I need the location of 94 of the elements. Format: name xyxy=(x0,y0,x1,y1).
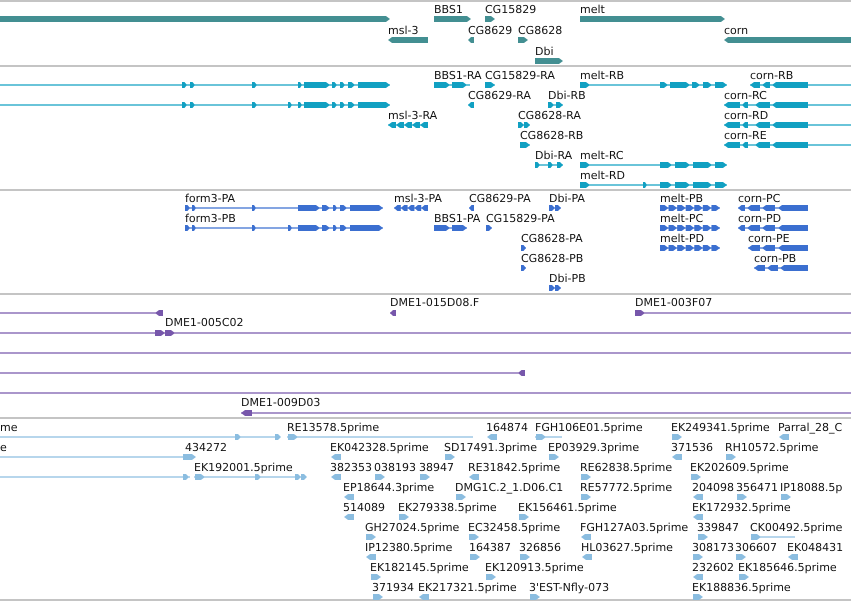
feature-label: Dbi xyxy=(535,45,554,58)
feature-label: EK172932.5prime xyxy=(692,501,791,514)
feature-label: CG8628-RB xyxy=(520,129,584,142)
feature-label: Dbi-PB xyxy=(549,272,586,285)
feature-label: corn-RD xyxy=(724,109,768,122)
feature-label: melt-PC xyxy=(660,212,704,225)
feature-label: me xyxy=(0,421,18,434)
feature-label: RE31842.5prime xyxy=(468,461,560,474)
feature-label: melt-RD xyxy=(580,169,625,182)
feature-label: CK00492.5prime xyxy=(750,521,842,534)
feature-label: EK182145.5prime xyxy=(370,561,469,574)
feature-label: CG8628 xyxy=(518,24,562,37)
feature-label: melt-RB xyxy=(580,69,624,82)
feature-label: 038193 xyxy=(374,461,416,474)
feature-label: RE62838.5prime xyxy=(580,461,672,474)
feature-label: DMG1C.2_1.D06.C1 xyxy=(455,481,564,494)
feature-label: DME1-015D08.F xyxy=(390,296,480,309)
feature-label: Dbi-PA xyxy=(549,192,585,205)
feature-label: EK249341.5prime xyxy=(671,421,770,434)
feature-label: CG15829 xyxy=(485,3,536,16)
feature-label: 204098 xyxy=(692,481,734,494)
feature-label: corn-RC xyxy=(724,89,767,102)
feature-label: corn xyxy=(724,24,748,37)
feature-label: 434272 xyxy=(185,441,227,454)
feature-label: GH27024.5prime xyxy=(365,521,460,534)
feature-label: 356471 xyxy=(736,481,778,494)
feature-label: RE57772.5prime xyxy=(580,481,672,494)
feature-label: BBS1-RA xyxy=(434,69,482,82)
feature-label: msl-3-RA xyxy=(388,109,438,122)
feature-label: FGH127A03.5prime xyxy=(580,521,688,534)
feature-label: CG8628-PA xyxy=(521,232,583,245)
feature-label: EK279338.5prime xyxy=(398,501,497,514)
feature-label: RH10572.5prime xyxy=(725,441,818,454)
feature-label: melt xyxy=(580,3,605,16)
feature-label: BBS1 xyxy=(434,3,463,16)
feature-label: SD17491.3prime xyxy=(444,441,537,454)
feature-label: corn-PD xyxy=(738,212,782,225)
feature-label: CG8628-PB xyxy=(521,252,584,265)
feature-label: 308173 xyxy=(692,541,734,554)
feature-label: BBS1-PA xyxy=(434,212,480,225)
feature-label: corn-PE xyxy=(748,232,790,245)
feature-label: 326856 xyxy=(519,541,561,554)
feature-label: 306607 xyxy=(735,541,777,554)
feature-label: DME1-005C02 xyxy=(165,316,244,329)
feature-label: corn-PB xyxy=(754,252,796,265)
feature-label: 371536 xyxy=(671,441,713,454)
feature-label: CG8629-RA xyxy=(468,89,531,102)
feature-label: EK156461.5prime xyxy=(518,501,617,514)
feature-label: 164387 xyxy=(469,541,511,554)
feature-label: 371934 xyxy=(372,581,414,594)
feature-label: DME1-009D03 xyxy=(241,396,320,409)
feature-label: EK185646.5prime xyxy=(738,561,837,574)
feature-label: melt-PB xyxy=(660,192,704,205)
feature-label: HL03627.5prime xyxy=(581,541,673,554)
feature-label: IP18088.5p xyxy=(780,481,842,494)
feature-label: CG8629-PA xyxy=(469,192,531,205)
feature-label: corn-RE xyxy=(724,129,767,142)
feature-label: msl-3-PA xyxy=(394,192,442,205)
feature-label: 232602 xyxy=(692,561,734,574)
feature-label: EK048431 xyxy=(787,541,844,554)
feature-label: Dbi-RB xyxy=(548,89,586,102)
feature-label: CG8628-RA xyxy=(518,109,581,122)
feature-label: EC32458.5prime xyxy=(468,521,560,534)
feature-label: 339847 xyxy=(697,521,739,534)
feature-label: 164874 xyxy=(486,421,528,434)
feature-label: FGH106E01.5prime xyxy=(535,421,643,434)
feature-label: Parral_28_C xyxy=(778,421,842,434)
feature-label: IP12380.5prime xyxy=(365,541,452,554)
feature-label: melt-PD xyxy=(660,232,704,245)
feature-label: msl-3 xyxy=(388,24,418,37)
feature-label: CG15829-RA xyxy=(485,69,555,82)
feature-label: EK192001.5prime xyxy=(194,461,293,474)
feature-label: 3'EST-Nfly-073 xyxy=(529,581,610,594)
feature-label: EK202609.5prime xyxy=(690,461,789,474)
feature-label: CG15829-PA xyxy=(486,212,555,225)
feature-label: EK188836.5prime xyxy=(692,581,791,594)
feature-label: e xyxy=(0,441,7,454)
feature-label: Dbi-RA xyxy=(535,149,572,162)
feature-label: melt-RC xyxy=(580,149,624,162)
feature-label: CG8629 xyxy=(468,24,512,37)
feature-label: 382353 xyxy=(330,461,372,474)
feature-label: RE13578.5prime xyxy=(287,421,380,434)
feature-label: form3-PB xyxy=(185,212,236,225)
feature-label: 38947 xyxy=(419,461,454,474)
feature-label: corn-PC xyxy=(738,192,780,205)
feature-label: EP03929.3prime xyxy=(548,441,640,454)
feature-label: corn-RB xyxy=(750,69,794,82)
feature-label: DME1-003F07 xyxy=(635,296,712,309)
feature-label: EK120913.5prime xyxy=(485,561,584,574)
feature-label: form3-PA xyxy=(185,192,236,205)
feature-label: EP18644.3prime xyxy=(343,481,434,494)
feature-label: EK217321.5prime xyxy=(418,581,517,594)
feature-label: EK042328.5prime xyxy=(330,441,429,454)
feature-label: 514089 xyxy=(343,501,385,514)
